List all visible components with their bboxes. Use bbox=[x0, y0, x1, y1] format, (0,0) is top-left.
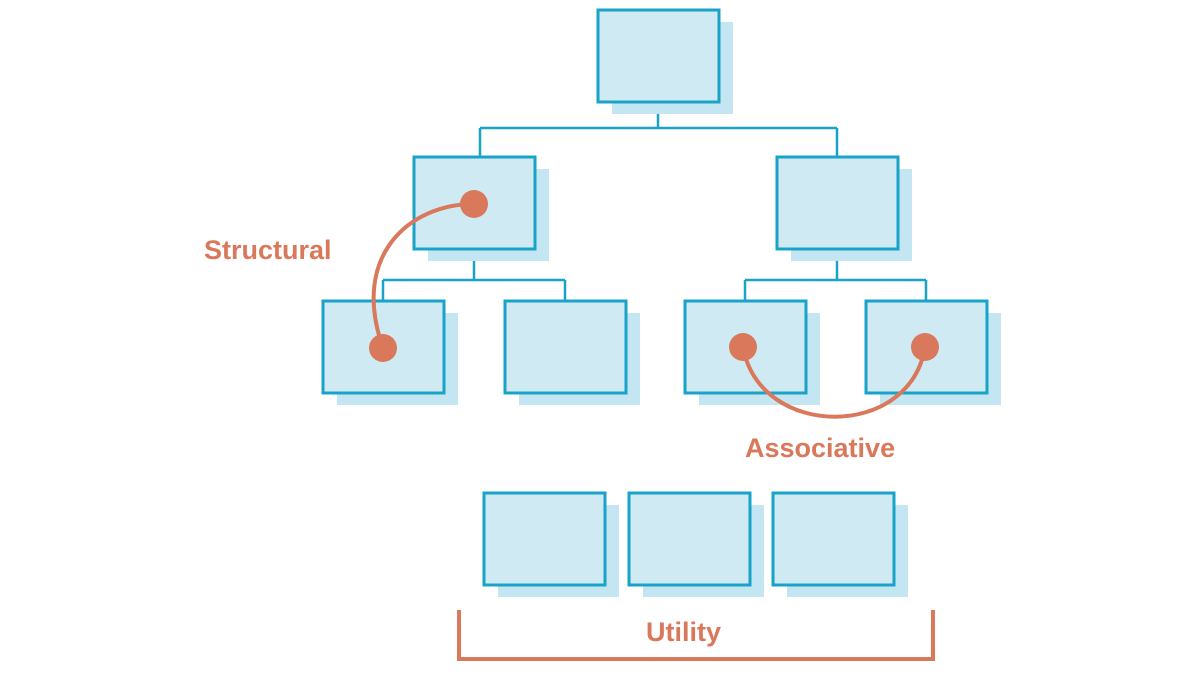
utility-label: Utility bbox=[646, 617, 721, 647]
connector-left-children bbox=[381, 249, 567, 302]
associative-link bbox=[729, 333, 939, 419]
structural-link-end-dot bbox=[369, 334, 397, 362]
level2-node-right bbox=[775, 155, 912, 261]
connector-right-children bbox=[743, 249, 928, 302]
structural-link-curve bbox=[371, 202, 476, 350]
structural-link-start-dot bbox=[460, 190, 488, 218]
level3-node-2 bbox=[503, 299, 640, 405]
connector-root-children bbox=[478, 102, 839, 158]
utility-node-2 bbox=[627, 491, 764, 597]
structural-link bbox=[369, 190, 488, 362]
associative-link-curve bbox=[741, 345, 927, 419]
level2-node-left bbox=[412, 155, 549, 261]
associative-link-end-dot bbox=[911, 333, 939, 361]
utility-node-1 bbox=[482, 491, 619, 597]
root-node bbox=[596, 8, 733, 114]
associative-label: Associative bbox=[745, 433, 895, 463]
tree-connectors bbox=[381, 102, 928, 302]
structural-label: Structural bbox=[204, 235, 332, 265]
utility-bracket bbox=[457, 610, 935, 661]
utility-node-3 bbox=[771, 491, 908, 597]
associative-link-start-dot bbox=[729, 333, 757, 361]
